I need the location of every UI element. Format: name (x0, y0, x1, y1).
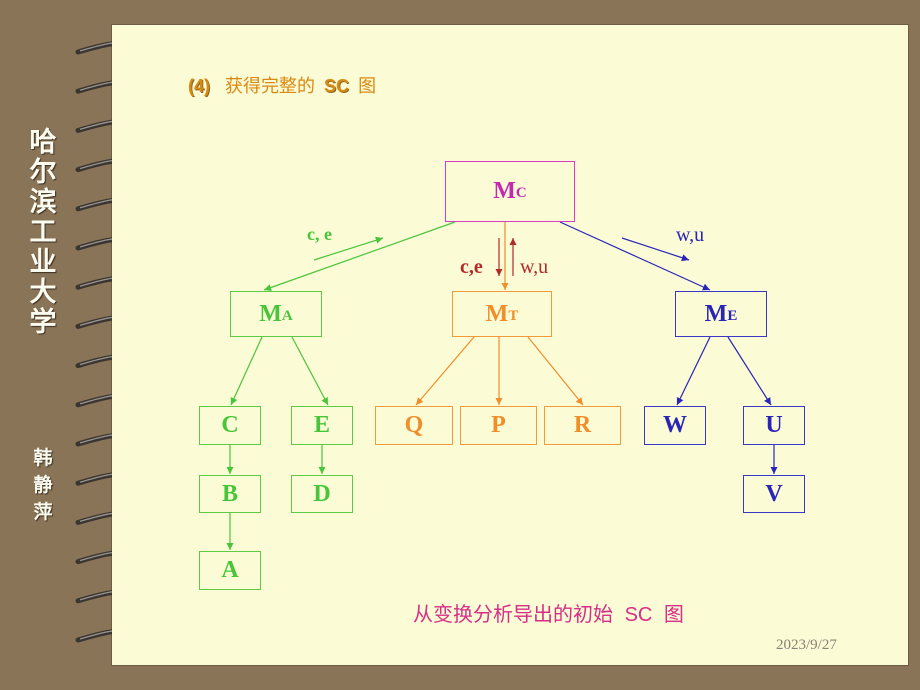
flow-label-left: c, e (307, 224, 332, 244)
node-b: B (199, 475, 261, 513)
caption-sc: SC (624, 604, 653, 626)
edge-me-u (727, 336, 772, 406)
node-e: E (291, 406, 353, 445)
node-mc-sub: C (515, 185, 527, 201)
author-char: 韩 (33, 447, 53, 469)
heading-number: (4) (188, 76, 210, 96)
title-char: 滨 (29, 187, 57, 218)
node-mt-sub: T (508, 307, 519, 324)
flow-label-center-down: c,e (460, 256, 483, 278)
flow-arrow-left (313, 236, 384, 261)
title-char: 大 (29, 277, 57, 308)
caption-tail: 图 (663, 604, 684, 626)
title-char: 哈 (29, 127, 57, 158)
heading-text: 获得完整的 (225, 76, 316, 96)
diagram-caption: 从变换分析导出的初始 SC 图 (413, 598, 684, 627)
node-c: C (199, 406, 261, 445)
node-mc-main: M (493, 178, 516, 204)
author-char: 萍 (33, 501, 53, 523)
slide-date: 2023/9/27 (776, 637, 837, 653)
node-q: Q (375, 406, 453, 445)
title-char: 学 (29, 307, 57, 338)
spiral-binding (75, 41, 112, 643)
edge-mt-q (415, 336, 475, 406)
node-ma-main: M (259, 300, 282, 327)
node-p: P (460, 406, 537, 445)
flow-label-right: w,u (676, 224, 705, 246)
flow-arrow-right (621, 237, 690, 262)
author-name: 韩 静 萍 (28, 445, 58, 526)
flow-label-center-up: w,u (520, 256, 549, 278)
node-ma-sub: A (281, 307, 293, 324)
heading-tail: 图 (358, 76, 377, 96)
title-char: 工 (29, 217, 57, 248)
edge-me-w (676, 336, 711, 406)
edge-ma-c (230, 336, 263, 406)
node-v: V (743, 475, 805, 513)
university-title: 哈 尔 滨 工 业 大 学 (26, 128, 60, 338)
node-me-main: M (704, 300, 728, 327)
node-r: R (544, 406, 621, 445)
edge-ma-e (291, 336, 329, 406)
node-w: W (644, 406, 706, 445)
node-a: A (199, 551, 261, 590)
heading-sc: SC (324, 76, 350, 96)
edge-mc-ma (263, 221, 456, 291)
author-char: 静 (33, 474, 53, 496)
node-mt-main: M (485, 300, 509, 327)
edge-mc-me (559, 221, 711, 291)
node-u: U (743, 406, 805, 445)
slide-page (112, 25, 908, 665)
edge-mt-r (527, 336, 584, 406)
slide-heading: (4) 获得完整的 SC 图 (188, 72, 376, 98)
caption-text: 从变换分析导出的初始 (413, 604, 613, 626)
node-me-sub: E (727, 307, 738, 324)
node-d: D (291, 475, 353, 513)
title-char: 尔 (29, 157, 57, 188)
title-char: 业 (29, 247, 57, 278)
